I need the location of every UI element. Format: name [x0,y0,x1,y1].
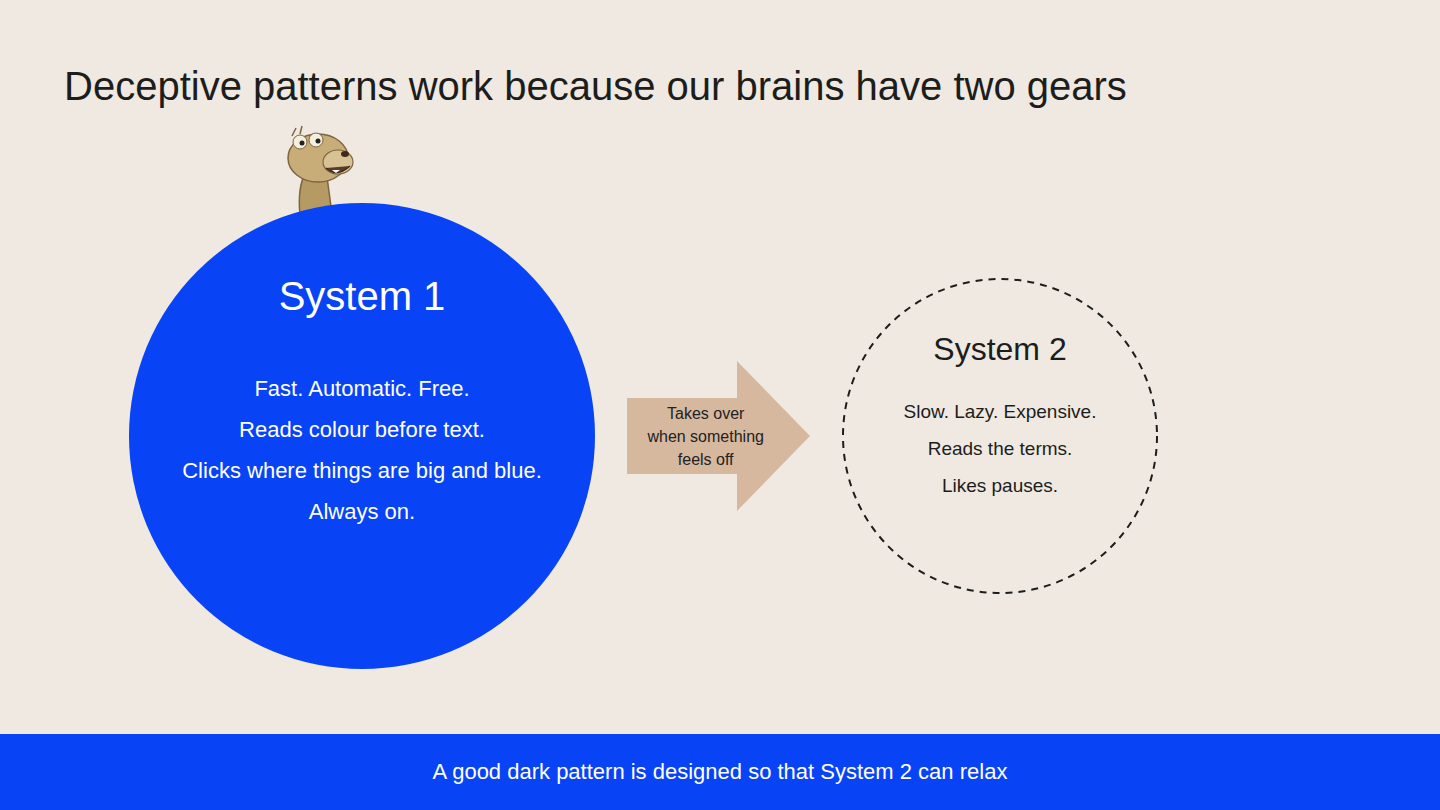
caption-text: A good dark pattern is designed so that … [0,734,1440,810]
system-trait: Reads the terms. [842,436,1158,461]
sloth-eye [309,133,323,147]
circle-shape [843,279,1157,593]
sloth-nose [341,151,349,157]
fast-system-circle: System 1 Fast. Automatic. Free. Reads colo… [129,203,595,669]
sloth-pupil [316,139,321,144]
slow-system-circle: System 2 Slow. Lazy. Expensive. Reads the … [842,278,1158,594]
block-arrow [627,361,810,511]
circle-outline [842,278,1158,594]
arrow-label: Takes over when something feels off [646,402,765,471]
sloth-mouth [326,166,350,173]
system-trait: Likes pauses. [842,473,1158,498]
sloth-hair [292,126,302,136]
sloth-snout [323,150,353,174]
system-trait: Fast. Automatic. Free. [129,374,595,403]
sloth-illustration [288,126,353,215]
sloth-pupil [300,141,305,146]
system-heading: System 2 [842,328,1158,370]
sloth-tooth [332,170,340,173]
circle-shape [129,203,595,669]
system-heading: System 1 [129,270,595,322]
sloth-eye [293,135,307,149]
system-trait: Always on. [129,497,595,526]
system-trait: Reads colour before text. [129,415,595,444]
caption-band: A good dark pattern is designed so that … [0,734,1440,810]
diagram-title: Deceptive patterns work because our brai… [64,62,1404,110]
system-trait: Clicks where things are big and blue. [129,456,595,485]
system-trait: Slow. Lazy. Expensive. [842,399,1158,424]
